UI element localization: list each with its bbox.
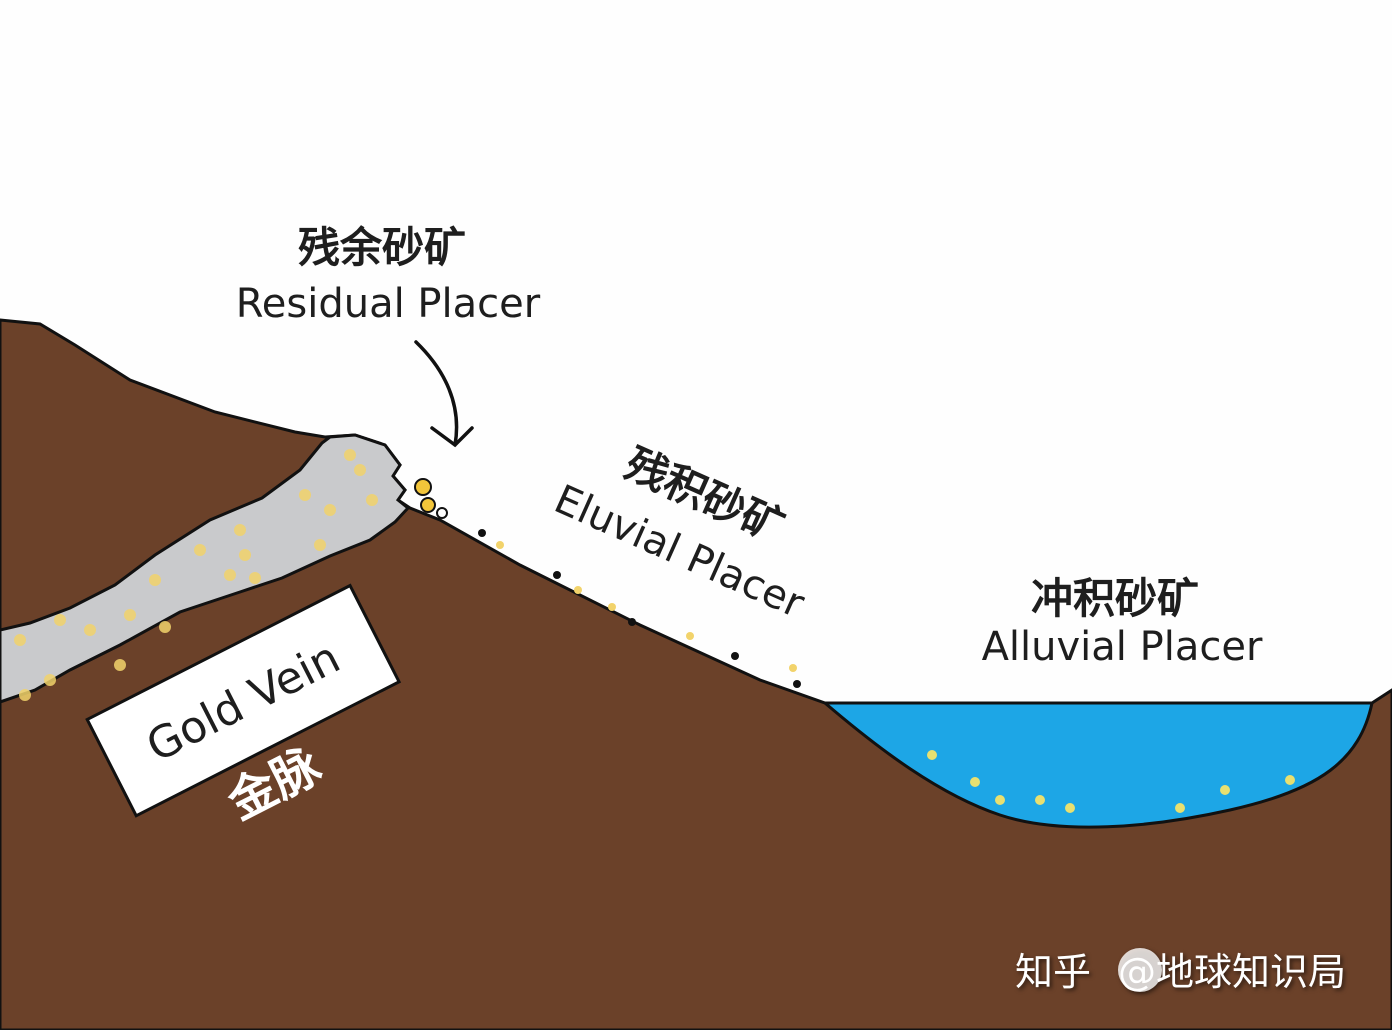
pebble xyxy=(731,652,739,660)
pebble xyxy=(553,571,561,579)
gold-grain xyxy=(686,632,694,640)
gold-grain xyxy=(574,586,582,594)
gold-grain xyxy=(1175,803,1185,813)
alluvial-gold xyxy=(927,750,1295,813)
gold-grain xyxy=(1065,803,1075,813)
residual-label-en: Residual Placer xyxy=(236,281,541,327)
gold-fleck xyxy=(19,689,31,701)
gold-grain xyxy=(1035,795,1045,805)
gold-fleck xyxy=(239,549,251,561)
gold-fleck xyxy=(314,539,326,551)
gold-fleck xyxy=(234,524,246,536)
gold-nugget xyxy=(414,478,432,496)
gold-fleck xyxy=(324,504,336,516)
gold-fleck xyxy=(114,659,126,671)
gold-fleck xyxy=(14,634,26,646)
gold-grain xyxy=(995,795,1005,805)
alluvial-label-en: Alluvial Placer xyxy=(982,624,1263,670)
wechat-icon xyxy=(1118,948,1162,992)
gold-fleck xyxy=(299,489,311,501)
gold-fleck xyxy=(84,624,96,636)
gold-grain xyxy=(1285,775,1295,785)
gold-flecks xyxy=(14,449,378,701)
alluvial-water xyxy=(820,701,1374,829)
gold-grain xyxy=(970,777,980,787)
gold-grain xyxy=(789,664,797,672)
gold-fleck xyxy=(354,464,366,476)
gold-vein-rock xyxy=(0,433,411,704)
pebble xyxy=(628,618,636,626)
pebble xyxy=(436,507,448,519)
gold-fleck xyxy=(159,621,171,633)
watermark-platform: 知乎 xyxy=(1015,950,1091,994)
gold-fleck xyxy=(249,572,261,584)
alluvial-label-cn: 冲积砂矿 xyxy=(1031,574,1199,623)
gold-fleck xyxy=(124,609,136,621)
gold-fleck xyxy=(149,574,161,586)
watermark-author: @地球知识局 xyxy=(1118,950,1346,994)
gold-grain xyxy=(608,603,616,611)
gold-fleck xyxy=(224,569,236,581)
gold-fleck xyxy=(44,674,56,686)
gold-fleck xyxy=(194,544,206,556)
gold-grain xyxy=(1220,785,1230,795)
residual-label-cn: 残余砂矿 xyxy=(298,223,466,272)
watermark: 知乎 @地球知识局 xyxy=(1015,948,1346,994)
gold-grain xyxy=(496,541,504,549)
eluvial-debris xyxy=(478,529,801,688)
gold-grain xyxy=(927,750,937,760)
pebble xyxy=(793,680,801,688)
gold-nugget xyxy=(420,497,436,513)
gold-fleck xyxy=(366,494,378,506)
residual-arrow-icon xyxy=(414,340,474,448)
gold-fleck xyxy=(54,614,66,626)
gold-fleck xyxy=(344,449,356,461)
pebble xyxy=(478,529,486,537)
